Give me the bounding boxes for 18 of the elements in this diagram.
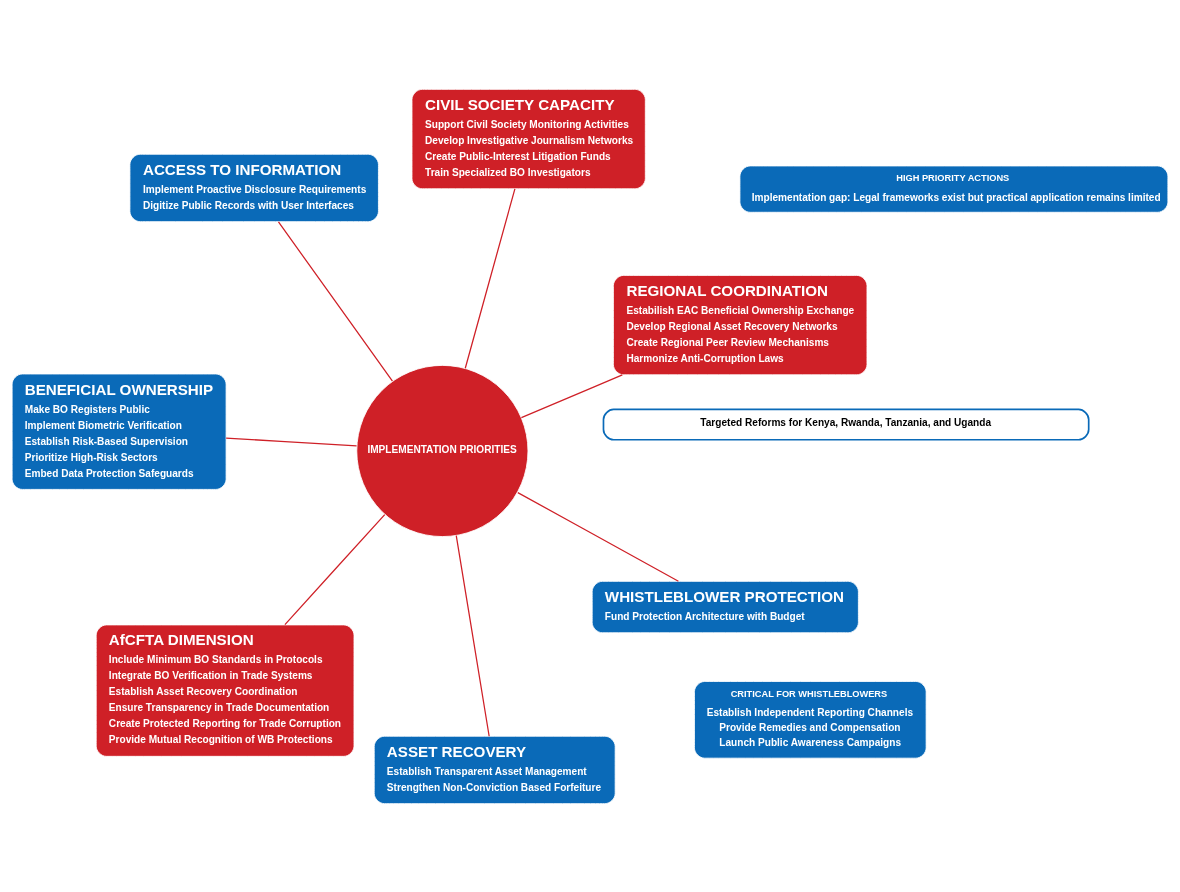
node-box: Targeted Reforms for Kenya, Rwanda, Tanzania, and Uganda [602,408,1090,441]
connector [225,436,358,446]
node-circle: IMPLEMENTATION PRIORITIES [356,364,529,537]
node-box: BENEFICIAL OWNERSHIP Make BO Registers Public Implement Biometric Verification Establish Risk-Based Supervision Prioritize High-Risk Sectors Embed Data Protection Safeguards [11,373,227,490]
node-box: WHISTLEBLOWER PROTECTION Fund Protection Architecture with Budget [591,580,859,633]
node-box: CIVIL SOCIETY CAPACITY Support Civil Society Monitoring Activities Develop Investigative Journalism Networks Create Public-Interest Litigation Funds Train Specialized BO Investigators [411,88,646,189]
connector [517,491,680,582]
connector [464,187,516,369]
node-box: HIGH PRIORITY ACTIONS Implementation gap: Legal frameworks exist but practical application remains limited [739,165,1169,213]
node-box: CRITICAL FOR WHISTLEBLOWERS Establish Independent Reporting Channels Provide Remedies and Compensation Launch Public Awareness Campaigns [694,680,927,759]
node-box: ACCESS TO INFORMATION Implement Proactive Disclosure Requirements Digitize Public Records with User Interfaces [129,153,379,222]
connector [284,513,386,625]
connector [455,534,490,737]
connector [520,373,623,418]
connector [277,220,394,382]
node-box: REGIONAL COORDINATION Estabilish EAC Beneficial Ownership Exchange Develop Regional Asset Recovery Networks Create Regional Peer Review Mechanisms Harmonize Anti-Corruption Laws [613,274,868,375]
node-box: ASSET RECOVERY Establish Transparent Asset Management Strengthen Non-Conviction Based Forfeiture [373,735,616,804]
node-box: AfCFTA DIMENSION Include Minimum BO Standards in Protocols Integrate BO Verification in Trade Systems Establish Asset Recovery Coordination Ensure Transparency in Trade Documentation Create Protected Reporting for Trade Corruption Provide Mutual Recognition of WB Protections [95,624,355,757]
